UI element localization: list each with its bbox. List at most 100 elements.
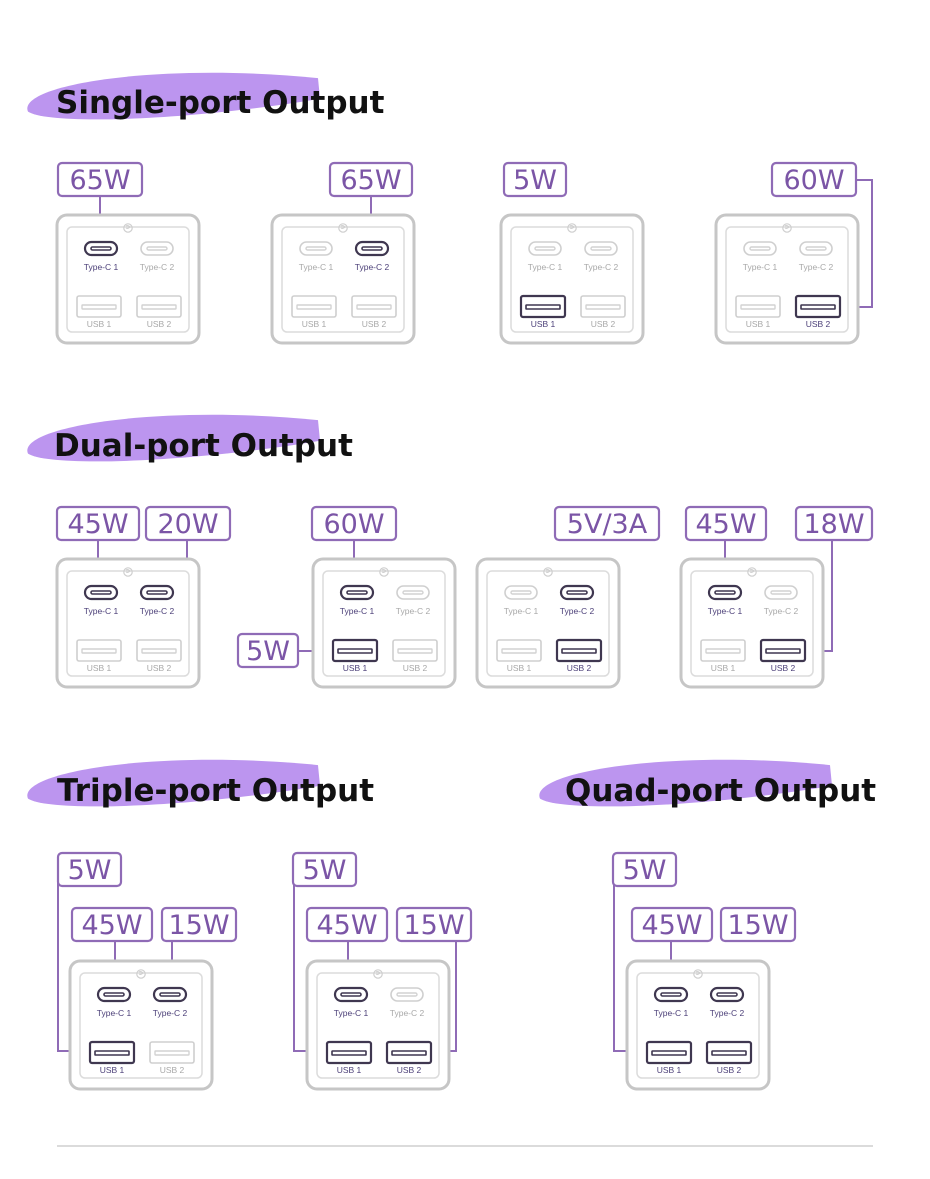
port-u1: USB 1 <box>519 294 567 329</box>
port-label: Type-C 2 <box>799 262 834 272</box>
port-label: Type-C 1 <box>84 606 119 616</box>
port-slot <box>740 304 776 310</box>
port-label: USB 2 <box>147 319 172 329</box>
wattage-badge: 15W <box>395 906 473 943</box>
port-shape <box>339 584 375 601</box>
port-shape <box>700 639 746 662</box>
port-label: USB 1 <box>657 1065 682 1075</box>
port-shape <box>299 241 333 256</box>
wattage-badge: 18W <box>794 505 874 542</box>
port-slot <box>94 1050 130 1056</box>
badge-frame <box>611 851 678 888</box>
wattage-badge: 45W <box>630 906 714 943</box>
port-slot <box>749 246 771 251</box>
port-shape <box>83 584 119 601</box>
port-u2: USB 2 <box>392 639 438 673</box>
port-shape <box>645 1040 693 1065</box>
port-tc2: Type-C 2 <box>799 241 834 272</box>
wattage-label: 5W <box>623 855 667 886</box>
port-shape <box>96 986 132 1003</box>
charger-logo-icon <box>379 567 389 577</box>
wattage-badge: 65W <box>328 161 414 198</box>
port-label: USB 2 <box>160 1065 185 1075</box>
port-shape <box>519 294 567 319</box>
badge-frame <box>236 632 300 669</box>
port-slot <box>561 648 597 654</box>
wattage-label: 60W <box>783 165 844 196</box>
port-shape <box>354 240 390 257</box>
badge-frame <box>70 906 154 943</box>
port-label: Type-C 2 <box>153 1008 188 1018</box>
wattage-badge: 5W <box>291 851 358 888</box>
badge-frame <box>328 161 414 198</box>
port-shape <box>396 585 430 600</box>
port-tc2: Type-C 2 <box>584 241 619 272</box>
port-slot <box>356 304 392 310</box>
port-label: Type-C 1 <box>504 606 539 616</box>
port-label: Type-C 1 <box>654 1008 689 1018</box>
port-shape <box>504 585 538 600</box>
port-label: Type-C 1 <box>334 1008 369 1018</box>
port-tc1: Type-C 1 <box>333 986 369 1018</box>
port-label: USB 1 <box>87 319 112 329</box>
port-label: Type-C 1 <box>97 1008 132 1018</box>
port-tc1: Type-C 1 <box>339 584 375 616</box>
wattage-label: 5W <box>246 636 290 667</box>
port-shape <box>707 584 743 601</box>
wattage-label: 5W <box>303 855 347 886</box>
port-shape <box>559 584 595 601</box>
port-tc1: Type-C 1 <box>528 241 563 272</box>
port-slot <box>81 648 117 654</box>
port-shape <box>764 585 798 600</box>
port-label: USB 2 <box>567 663 592 673</box>
section-header: Single-port Output <box>27 72 385 121</box>
port-shape <box>333 986 369 1003</box>
wattage-badge: 5W <box>611 851 678 888</box>
badge-frame <box>310 505 398 542</box>
port-label: Type-C 2 <box>764 606 799 616</box>
charger-logo-icon <box>543 567 553 577</box>
port-slot <box>510 590 532 595</box>
port-slot <box>146 246 168 251</box>
port-u2: USB 2 <box>555 638 603 673</box>
port-tc1: Type-C 1 <box>84 240 119 272</box>
wattage-badge: 45W <box>55 505 141 542</box>
port-label: USB 1 <box>531 319 556 329</box>
port-slot <box>805 246 827 251</box>
port-shape <box>149 1041 195 1064</box>
port-label: USB 1 <box>507 663 532 673</box>
wattage-label: 15W <box>727 910 788 941</box>
port-label: USB 1 <box>746 319 771 329</box>
port-label: USB 1 <box>711 663 736 673</box>
charger-logo-icon <box>338 223 348 233</box>
port-slot <box>660 992 682 997</box>
port-label: Type-C 2 <box>355 262 390 272</box>
port-slot <box>346 590 368 595</box>
port-label: Type-C 2 <box>390 1008 425 1018</box>
port-shape <box>385 1040 433 1065</box>
wattage-label: 5V/3A <box>567 509 648 540</box>
port-u1: USB 1 <box>331 638 379 673</box>
port-shape <box>76 295 122 318</box>
badge-frame <box>291 851 358 888</box>
port-label: Type-C 2 <box>140 606 175 616</box>
port-shape <box>735 295 781 318</box>
port-slot <box>305 246 327 251</box>
port-label: Type-C 2 <box>140 262 175 272</box>
charger-logo-icon <box>782 223 792 233</box>
badge-frame <box>395 906 473 943</box>
badge-frame <box>56 851 123 888</box>
port-slot <box>103 992 125 997</box>
wattage-badge: 5V/3A <box>553 505 661 542</box>
port-shape <box>555 638 603 663</box>
wattage-label: 15W <box>403 910 464 941</box>
